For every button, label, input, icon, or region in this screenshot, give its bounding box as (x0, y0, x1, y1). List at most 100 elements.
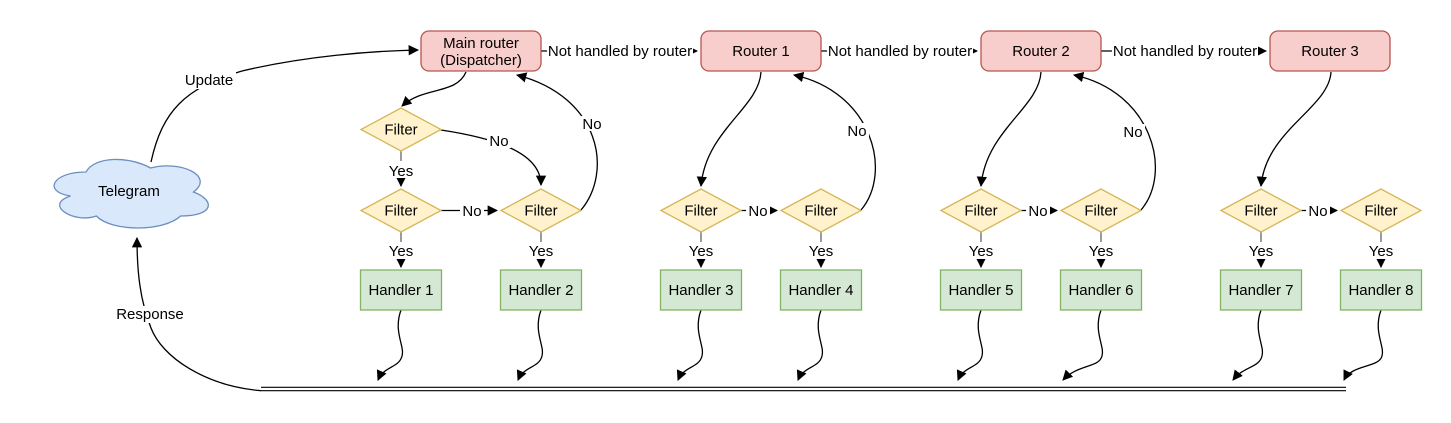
no-label-r1-filters: No (748, 203, 767, 220)
edge-label-not-handled-2: Not handled by router (1112, 43, 1258, 60)
not-handled-1-bg (827, 43, 973, 59)
edge-handler2-to-bus (516, 309, 544, 381)
no-labels: No No No No No No No No (460, 116, 1330, 220)
telegram-cloud: Telegram (53, 158, 209, 229)
router-3-box (1269, 30, 1391, 72)
filter-6-shape (1059, 188, 1143, 233)
main-router-box (420, 30, 542, 72)
filter-diamond-3: Filter (659, 188, 743, 233)
edge-response (131, 236, 262, 392)
handler-3-node: Handler 3 (659, 269, 743, 311)
filter-3-shape (659, 188, 743, 233)
router-2-node: Router 2 (980, 30, 1102, 72)
not-handled-2-label: Not handled by router (1113, 43, 1257, 60)
router-3-label: Router 3 (1301, 43, 1359, 60)
handler-6-label: Handler 6 (1068, 282, 1133, 299)
handler-5-node: Handler 5 (939, 269, 1023, 311)
yes-bg-7 (1248, 244, 1275, 259)
no-label-r3-filters: No (1308, 203, 1327, 220)
handler-7-box (1219, 269, 1303, 311)
handler-8-node: Handler 8 (1339, 269, 1423, 311)
filter-7-label: Filter (1244, 203, 1277, 220)
handler-5-box (939, 269, 1023, 311)
filter-diamond-8: Filter (1339, 188, 1423, 233)
filter-b-shape (359, 188, 443, 233)
handler-5-label: Handler 5 (948, 282, 1013, 299)
handler-3-label: Handler 3 (668, 282, 733, 299)
yes-bg-2 (528, 244, 555, 259)
yes-label-2: Yes (529, 243, 553, 260)
filter-4-label: Filter (804, 203, 837, 220)
not-handled-0-label: Not handled by router (548, 43, 692, 60)
no-bg-r2-filters (1026, 203, 1050, 218)
filter-b-label: Filter (384, 203, 417, 220)
yes-bg-5 (968, 244, 995, 259)
yes-label-a: Yes (389, 163, 413, 180)
not-handled-2-bg (1112, 43, 1258, 59)
telegram-label: Telegram (98, 183, 160, 200)
handler-6-box (1059, 269, 1143, 311)
router-2-label: Router 2 (1012, 43, 1070, 60)
edge-handler3-to-bus (676, 309, 704, 381)
no-bg-b-c (460, 203, 484, 218)
edge-router2-to-filter (976, 71, 1042, 188)
handler-7-label: Handler 7 (1228, 282, 1293, 299)
no-bg-r2-return (1121, 124, 1145, 139)
yes-label-7: Yes (1249, 243, 1273, 260)
handler-4-label: Handler 4 (788, 282, 853, 299)
response-label-bg (116, 306, 184, 323)
cloud-shape (53, 158, 209, 229)
edge-label-response: Response (116, 306, 184, 323)
no-bg-main-return (580, 116, 604, 131)
handler-1-box (359, 269, 443, 311)
update-label-bg (182, 72, 236, 89)
filter-diamond-b: Filter (359, 188, 443, 233)
edge-router2-no-return (1072, 71, 1156, 211)
handler-8-label: Handler 8 (1348, 282, 1413, 299)
no-bg-r1-return (845, 123, 869, 138)
filter-8-label: Filter (1364, 203, 1397, 220)
filter-5-shape (939, 188, 1023, 233)
filter-5-label: Filter (964, 203, 997, 220)
filter-diamond-6: Filter (1059, 188, 1143, 233)
no-label-r1-return: No (847, 123, 866, 140)
filter-diamond-4: Filter (779, 188, 863, 233)
yes-bg-3 (688, 244, 715, 259)
edge-label-update: Update (182, 72, 236, 89)
main-router-node: Main router (Dispatcher) (420, 30, 542, 72)
router-3-node: Router 3 (1269, 30, 1391, 72)
response-label: Response (116, 306, 184, 323)
yes-label-6: Yes (1089, 243, 1113, 260)
handler-2-node: Handler 2 (499, 269, 583, 311)
edge-handler4-to-bus (796, 309, 824, 381)
handler-1-label: Handler 1 (368, 282, 433, 299)
no-label-r2-return: No (1123, 124, 1142, 141)
handler-3-box (659, 269, 743, 311)
edge-label-not-handled-0: Not handled by router (547, 43, 693, 60)
yes-bg-a (388, 163, 415, 178)
yes-bg-6 (1088, 244, 1115, 259)
main-router-label-line1: Main router (443, 35, 519, 52)
router-1-box (700, 30, 822, 72)
filter-diamond-7: Filter (1219, 188, 1303, 233)
handler-2-label: Handler 2 (508, 282, 573, 299)
router-2-box (980, 30, 1102, 72)
filter-c-label: Filter (524, 203, 557, 220)
yes-label-4: Yes (809, 243, 833, 260)
edge-label-not-handled-1: Not handled by router (827, 43, 973, 60)
handler-7-node: Handler 7 (1219, 269, 1303, 311)
filter-diamond-c: Filter (499, 188, 583, 233)
router-1-node: Router 1 (700, 30, 822, 72)
no-label-b-c: No (462, 203, 481, 220)
edge-handler5-to-bus (956, 309, 984, 381)
edge-filter-c-no-return (515, 72, 598, 211)
main-router-label-line2: (Dispatcher) (440, 52, 522, 69)
not-handled-1-label: Not handled by router (828, 43, 972, 60)
no-label-main-return: No (582, 116, 601, 133)
edge-main-to-filter-a (401, 71, 467, 107)
yes-bg-1 (388, 244, 415, 259)
yes-label-8: Yes (1369, 243, 1393, 260)
yes-labels: Yes Yes Yes Yes Yes Yes Yes Yes Yes (388, 163, 1395, 260)
filter-7-shape (1219, 188, 1303, 233)
